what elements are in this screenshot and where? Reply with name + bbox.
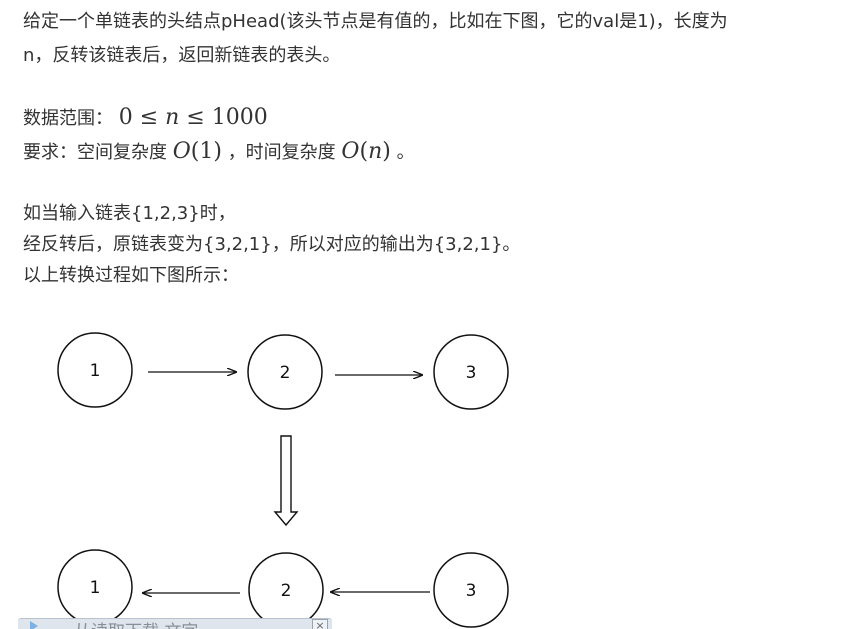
example-line-3: 以上转换过程如下图所示： <box>23 265 239 286</box>
data-range-expression: 0 ≤ n ≤ 1000 <box>119 105 268 130</box>
range-le-2: ≤ <box>186 105 205 130</box>
description-line-2: n，反转该链表后，返回新链表的表头。 <box>23 45 341 66</box>
play-icon[interactable] <box>30 621 38 629</box>
linked-list-reversal-diagram: 1 2 3 1 2 3 <box>57 332 509 628</box>
top-node-3: 3 <box>433 334 509 410</box>
svg-text:2: 2 <box>281 581 292 601</box>
bottom-node-3: 3 <box>433 552 509 628</box>
data-range-line: 数据范围： 0 ≤ n ≤ 1000 <box>23 101 268 136</box>
transform-down-arrow <box>273 435 299 527</box>
svg-text:1: 1 <box>90 361 101 381</box>
requirement-line: 要求：空间复杂度 O(1) ，时间复杂度 O(n) 。 <box>23 135 415 170</box>
range-le-1: ≤ <box>139 105 159 130</box>
requirement-mid-text: ，时间复杂度 <box>227 142 336 163</box>
top-node-2: 2 <box>247 334 323 410</box>
toolbar-text: 从读取下载 文字 <box>74 619 198 629</box>
time-complexity: O(n) <box>341 139 391 164</box>
svg-text:2: 2 <box>280 363 291 383</box>
floating-toolbar[interactable]: 从读取下载 文字 × <box>18 618 332 629</box>
requirement-end: 。 <box>396 142 415 163</box>
svg-text:1: 1 <box>90 578 101 598</box>
space-complexity: O(1) <box>172 139 222 164</box>
description-line-1: 给定一个单链表的头结点pHead(该头节点是有值的，比如在下图，它的val是1)… <box>23 11 728 32</box>
data-range-label: 数据范围： <box>23 108 113 129</box>
svg-text:3: 3 <box>466 581 477 601</box>
range-min: 0 <box>118 105 133 130</box>
svg-text:3: 3 <box>466 363 477 383</box>
top-node-1: 1 <box>57 332 133 408</box>
range-variable: n <box>165 105 180 130</box>
example-line-2: 经反转后，原链表变为{3,2,1}，所以对应的输出为{3,2,1}。 <box>23 234 521 255</box>
close-icon[interactable]: × <box>312 619 328 629</box>
range-max: 1000 <box>211 105 268 130</box>
bottom-node-2: 2 <box>248 552 324 628</box>
example-line-1: 如当输入链表{1,2,3}时， <box>23 203 236 224</box>
bottom-node-1: 1 <box>57 549 133 625</box>
requirement-label: 要求：空间复杂度 <box>23 142 167 163</box>
